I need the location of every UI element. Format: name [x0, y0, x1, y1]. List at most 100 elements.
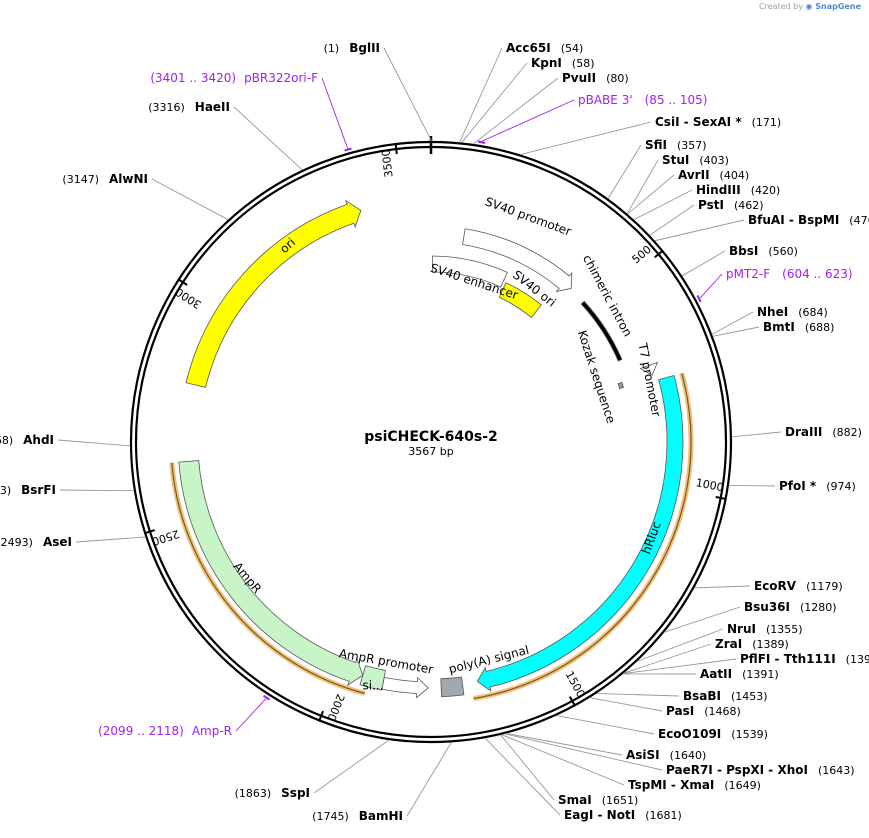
site-name: AseI: [43, 535, 72, 549]
site-name: NheI: [757, 305, 788, 319]
site-leader: [500, 734, 555, 801]
feature-ori: [185, 199, 362, 388]
primer-name: pBABE 3': [578, 93, 633, 107]
tick-500: [654, 249, 664, 259]
site-name: BsaBI: [683, 689, 721, 703]
primer-pbabe3: pBABE 3' (85 .. 105): [477, 93, 708, 144]
primer-name: pBR322ori-F: [244, 71, 318, 85]
site-position: (2668): [0, 434, 13, 447]
tick-label: 3000: [173, 285, 204, 311]
site-position: (2583): [0, 484, 11, 497]
primer-mark: [696, 294, 702, 303]
site-position: (80): [606, 72, 629, 85]
tick-label: 2000: [324, 692, 346, 723]
tick-2500: [143, 529, 156, 535]
primer-pmt2f: pMT2-F(604 .. 623): [696, 267, 853, 303]
site-position: (476): [849, 214, 869, 227]
site-position: (1681): [645, 809, 682, 822]
primers: pBABE 3'(85 .. 105)pMT2-F(604 .. 623)Amp…: [98, 71, 853, 738]
site-ahdi: AhdI (2668): [0, 433, 131, 447]
site-name: AlwNI: [109, 172, 148, 186]
feature-sv40-promoter: [462, 228, 573, 293]
site-position: (58): [572, 57, 595, 70]
site-position: (1745): [312, 810, 349, 823]
site-sspi: SspI(1863): [235, 739, 390, 800]
site-position: (1643): [818, 764, 855, 777]
primer-range: (3401 .. 3420): [150, 71, 236, 85]
primer-range: (604 .. 623): [782, 267, 852, 281]
site-psti: PstI(462): [649, 198, 764, 236]
feature-sv40-enhancer: [432, 255, 508, 288]
primer-range: (85 .. 105): [645, 93, 708, 107]
site-bmti: BmtI(688): [712, 320, 834, 337]
feature-chimeric-intron: [580, 300, 623, 362]
primer-leader: [321, 77, 349, 149]
site-name: KpnI: [531, 56, 562, 70]
site-bsrfi: BsrFI (2583): [0, 483, 134, 497]
site-name: AhdI: [23, 433, 54, 447]
feature-sv40-ori: [498, 282, 542, 318]
site-name: SspI: [281, 786, 310, 800]
feature-ampr: [178, 460, 364, 687]
site-haeii: HaeII(3316): [148, 100, 303, 171]
site-name: DraIII: [785, 425, 822, 439]
site-leader: [313, 739, 390, 794]
site-name: EagI - NotI: [564, 808, 635, 822]
primer-leader: [235, 698, 267, 732]
site-eagi-noti: EagI - NotI (1681): [484, 737, 682, 822]
site-name: CsiI - SexAI *: [655, 115, 742, 129]
site-leader: [596, 692, 680, 697]
site-position: (1389): [752, 638, 789, 651]
site-position: (3316): [148, 101, 185, 114]
site-pflfi-tth111i: PflFI - Tth111I(1390): [623, 652, 869, 674]
site-alwni: AlwNI(3147): [62, 172, 229, 221]
site-name: PstI: [698, 198, 724, 212]
site-position: (560): [768, 245, 798, 258]
site-name: BglII: [349, 41, 380, 55]
site-name: BfuAI - BspMI: [748, 213, 839, 227]
site-asei: AseI(2493): [0, 535, 146, 549]
site-leader: [501, 734, 625, 786]
site-name: AatII: [700, 667, 732, 681]
site-name: TspMI - XmaI: [628, 778, 714, 792]
site-stui: StuI(403): [626, 153, 729, 214]
site-leader: [383, 47, 432, 142]
site-name: AvrII: [678, 168, 710, 182]
site-name: HindIII: [696, 183, 741, 197]
site-name: AsiSI: [626, 748, 660, 762]
site-position: (1391): [742, 668, 779, 681]
primer-mark: [477, 140, 486, 144]
site-leader: [151, 178, 229, 221]
site-name: PaeR7I - PspXI - XhoI: [666, 763, 808, 777]
site-kpni: KpnI (58): [461, 56, 595, 143]
primer-leader: [699, 273, 723, 299]
plasmid-length: 3567 bp: [408, 445, 453, 458]
site-bbsi: BbsI (560): [681, 244, 798, 277]
site-name: StuI: [662, 153, 689, 167]
site-leader: [233, 106, 303, 171]
site-name: BmtI: [763, 320, 795, 334]
site-name: BsrFI: [21, 483, 56, 497]
site-name: PvuII: [562, 71, 596, 85]
site-position: (1): [324, 42, 340, 55]
tick-3500: [394, 142, 398, 155]
site-name: BbsI: [729, 244, 758, 258]
site-pasi: PasI(1468): [589, 697, 741, 718]
tick-label: 3500: [379, 149, 395, 178]
site-leader: [654, 219, 745, 242]
site-name: PfoI *: [779, 479, 817, 493]
site-name: EcoRV: [754, 579, 797, 593]
si-feature-label: si...: [362, 679, 383, 693]
site-leader: [57, 439, 131, 447]
tick-1000: [715, 495, 727, 501]
site-bsu36i: Bsu36I(1280): [664, 600, 837, 633]
credit-prefix: Created by: [758, 2, 803, 11]
site-leader: [406, 742, 452, 817]
site-position: (1355): [766, 623, 803, 636]
primer-mark: [262, 694, 271, 701]
site-leader: [607, 144, 642, 199]
site-position: (1468): [704, 705, 741, 718]
snapgene-credit: Created by ◉ SnapGene: [759, 2, 861, 11]
site-name: PflFI - Tth111I: [740, 652, 836, 666]
